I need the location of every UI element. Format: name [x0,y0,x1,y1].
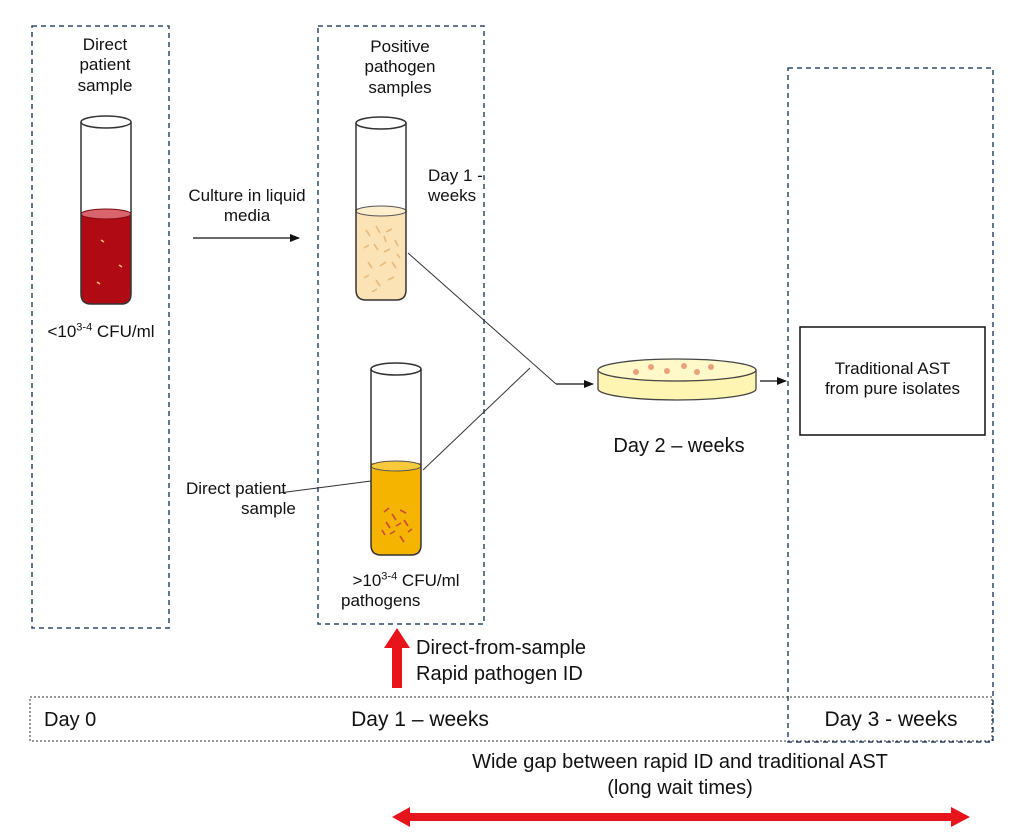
timeline-day1: Day 1 – weeks [351,708,489,731]
timeline-day0: Day 0 [44,709,97,731]
stage-box-day3 [787,67,994,743]
positive-culture-tube [355,116,407,301]
label-day1-weeks-side: Day 1 - weeks [428,166,483,206]
label-day2-weeks: Day 2 – weeks [613,435,745,457]
stage-box-day1 [317,25,485,625]
label-direct-patient-sample-side: Direct patient sample [186,479,296,519]
high-cfu-tube [370,362,422,556]
label-culture-liquid-media: Culture in liquid media [188,186,306,226]
label-positive-pathogen-samples: Positive pathogen samples [364,37,436,97]
ast-box [799,326,986,436]
connector-top-tube [407,252,557,385]
label-rapid-pathogen-id: Direct-from-sample Rapid pathogen ID [416,637,587,685]
wait-time-double-arrow [392,807,970,827]
connector-bottom-tube [422,367,531,471]
blood-sample-tube [80,115,132,305]
rapid-id-up-arrow [384,628,410,688]
timeline-bar [29,696,993,742]
timeline-day3: Day 3 - weeks [824,708,958,731]
label-cfu-high: >103-4 CFU/ml pathogens [341,570,460,611]
label-direct-patient-sample-top: Direct patient sample [77,35,133,95]
sample-label-pointer [278,480,372,494]
label-cfu-low: <103-4 CFU/ml [47,321,155,341]
petri-dish [597,358,757,401]
label-traditional-ast: Traditional AST from pure isolates [824,359,961,399]
label-wide-gap-note: Wide gap between rapid ID and traditiona… [472,751,888,799]
